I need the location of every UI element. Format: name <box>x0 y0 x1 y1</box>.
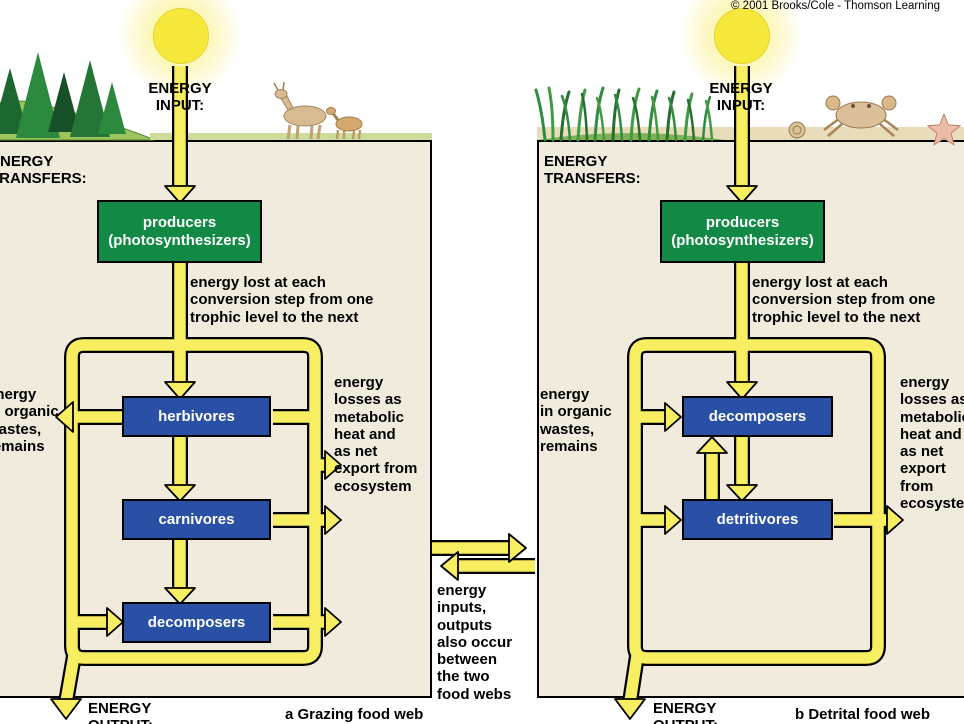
wastes-note: energy in organic wastes, remains <box>540 386 612 455</box>
decomposers-box: decomposers <box>122 602 271 643</box>
energy-lost-note: energy lost at each conversion step from… <box>752 274 936 326</box>
energy-input-label: ENERGY INPUT: <box>709 80 773 115</box>
losses-note: energy losses as metabolic heat and as n… <box>900 374 964 512</box>
carnivores-box: carnivores <box>122 499 271 540</box>
interweb-exchange-note: energy inputs, outputs also occur betwee… <box>437 582 513 703</box>
copyright-notice: © 2001 Brooks/Cole - Thomson Learning <box>731 0 940 12</box>
meadow-strip <box>150 133 432 140</box>
energy-transfers-label: ENERGY TRANSFERS: <box>544 153 641 188</box>
decomposers-box: decomposers <box>682 396 833 437</box>
energy-transfers-label: ENERGY TRANSFERS: <box>0 153 87 188</box>
detritivores-box: detritivores <box>682 499 833 540</box>
energy-lost-note: energy lost at each conversion step from… <box>190 274 374 326</box>
crab-illustration <box>823 95 899 137</box>
sun-core <box>714 8 770 64</box>
caption-detrital: b Detrital food web <box>795 706 930 723</box>
energy-output-label: ENERGY OUTPUT: <box>653 700 718 724</box>
snail-illustration <box>788 121 806 139</box>
caption-grazing: a Grazing food web <box>285 706 424 723</box>
producers-box: producers (photosynthesizers) <box>97 200 262 263</box>
producers-box: producers (photosynthesizers) <box>660 200 825 263</box>
losses-note: energy losses as metabolic heat and as n… <box>334 374 418 495</box>
sun-core <box>153 8 209 64</box>
wastes-note: energy in organic wastes, remains <box>0 386 59 455</box>
energy-input-label: ENERGY INPUT: <box>148 80 212 115</box>
energy-output-label: ENERGY OUTPUT: <box>88 700 153 724</box>
herbivores-box: herbivores <box>122 396 271 437</box>
shore-illustration <box>537 127 964 140</box>
deer-illustration <box>273 81 363 140</box>
